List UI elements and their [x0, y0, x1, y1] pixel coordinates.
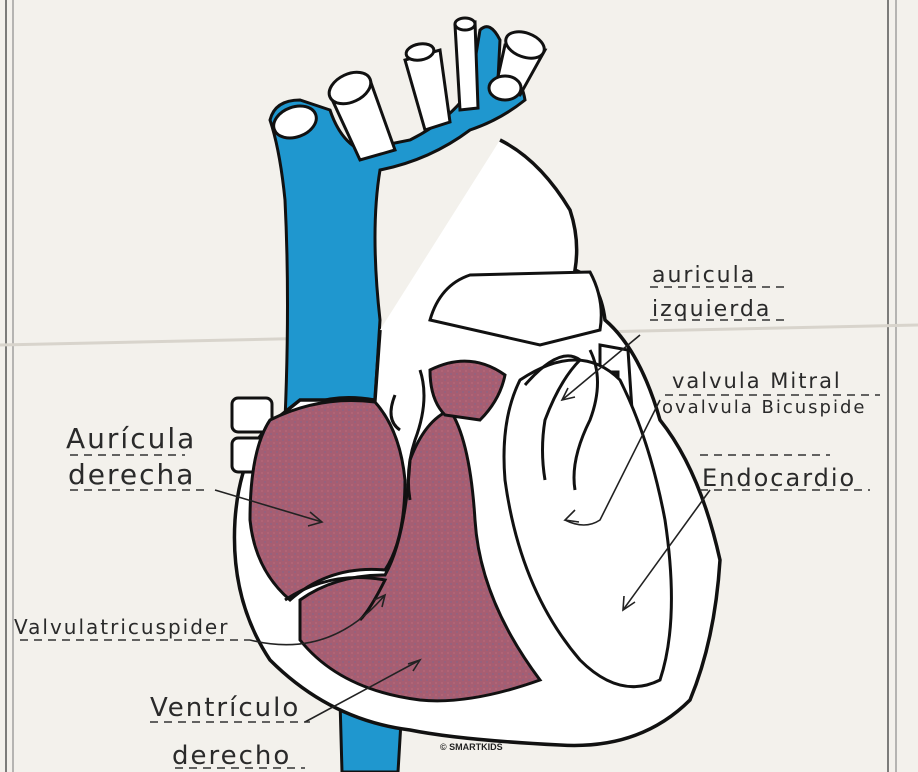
- label-auricula-izquierda-1: auricula: [652, 263, 756, 288]
- label-valvula-tricuspide: Valvulatricuspider: [14, 615, 229, 639]
- label-ventriculo-derecho-1: Ventrículo: [150, 693, 300, 723]
- credit-text: © SMARTKIDS: [440, 742, 503, 752]
- label-auricula-derecha-1: Aurícula: [66, 422, 196, 455]
- right-atrium: [250, 400, 405, 600]
- label-auricula-derecha-2: derecha: [68, 458, 195, 491]
- label-auricula-izquierda-2: izquierda: [652, 297, 771, 322]
- label-ventriculo-derecho-2: derecho: [172, 741, 291, 771]
- label-valvula-mitral-2: ovalvula Bicuspide: [662, 397, 866, 418]
- label-endocardio: Endocardio: [702, 464, 856, 492]
- label-valvula-mitral-1: valvula Mitral: [672, 369, 842, 393]
